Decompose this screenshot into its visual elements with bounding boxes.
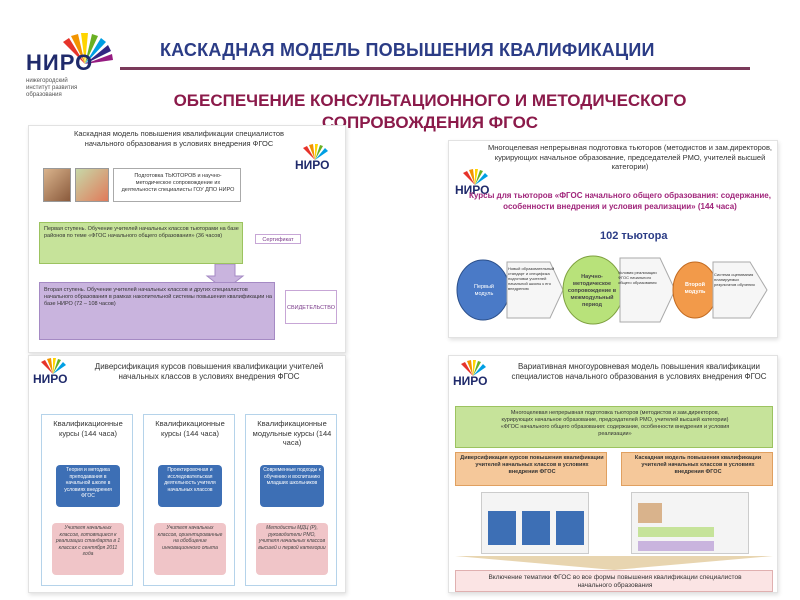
thumb-col — [488, 511, 516, 545]
tutor-training-text: Подготовка ТЬЮТОРОВ и научно-методическо… — [121, 173, 235, 193]
page-subtitle: ОБЕСПЕЧЕНИЕ КОНСУЛЬТАЦИОННОГО И МЕТОДИЧЕ… — [173, 91, 687, 132]
inclusion-bar-text: Включение тематики ФГОС во все формы пов… — [488, 574, 742, 589]
panel-diversification: НИРО Диверсификация курсов повышения ква… — [28, 355, 346, 593]
mini-logo-text: НИРО — [453, 374, 488, 388]
mini-logo-text: НИРО — [455, 183, 490, 197]
mini-logo-text: НИРО — [295, 158, 330, 172]
students-photo — [75, 168, 109, 202]
teachers-photo — [43, 168, 71, 202]
flow-second-module: Второй модуль — [684, 282, 706, 295]
tutor-course-title: Курсы для тьюторов «ФГОС начального обще… — [469, 191, 771, 211]
cascade-bar: Каскадная модель повышения квалификации … — [621, 452, 773, 486]
course-column-header: Квалификационные курсы (144 часа) — [53, 419, 123, 438]
thumb-photo — [638, 503, 662, 523]
niro-logo-subtitle: нижегородский институт развития образова… — [26, 78, 78, 98]
thumb-col — [522, 511, 550, 545]
panel-cascade-model: Каскадная модель повышения квалификации … — [28, 125, 346, 353]
diversification-bar-text: Диверсификация курсов повышения квалифик… — [460, 455, 604, 475]
niro-fan-icon — [463, 169, 488, 185]
course-audience: Учителя начальных классов, ориентированн… — [154, 523, 226, 575]
stage2-box: Вторая ступень. Обучение учителей началь… — [39, 282, 275, 340]
stage1-box: Первая ступень. Обучение учителей началь… — [39, 222, 243, 264]
niro-logo-fan-icon — [63, 33, 113, 64]
course-audience: Методисты МДЦ (Р), руководители РМО, учи… — [256, 523, 328, 575]
course-column-header: Квалификационные модульные курсы (144 ча… — [252, 419, 332, 447]
tutor-count: 102 тьютора — [600, 230, 668, 242]
thumb-bar — [638, 527, 714, 537]
flow-step-assessment: Система оценивания планируемых результат… — [714, 272, 755, 287]
niro-fan-icon — [461, 360, 486, 376]
stage1-text: Первая ступень. Обучение учителей началь… — [44, 226, 239, 239]
thumb-bar — [638, 541, 714, 551]
title-divider — [120, 67, 750, 70]
course-column-2: Квалификационные курсы (144 часа) Проект… — [143, 414, 235, 586]
course-column-header: Квалификационные курсы (144 часа) — [155, 419, 225, 438]
niro-mini-logo-4: НИРО — [453, 360, 493, 396]
niro-mini-logo-2: НИРО — [455, 169, 495, 205]
flow-support: Научно-методическое сопровождение в межм… — [567, 274, 617, 308]
course-topic: Проектировочная и исследовательская деят… — [158, 465, 222, 507]
niro-fan-icon — [303, 144, 328, 160]
diversification-bar: Диверсификация курсов повышения квалифик… — [455, 452, 607, 486]
cascade-bar-text: Каскадная модель повышения квалификации … — [634, 455, 762, 475]
panel-variative-title: Вариативная многоуровневая модель повыше… — [511, 362, 767, 381]
panel-diversification-title: Диверсификация курсов повышения квалифик… — [94, 362, 324, 381]
cascade-thumbnail — [631, 492, 749, 554]
tutor-training-bar: Многоцелевая непрерывная подготовка тьют… — [455, 406, 773, 448]
certificate-label: Сертификат — [255, 234, 301, 244]
thumb-col — [556, 511, 584, 545]
niro-mini-logo-3: НИРО — [33, 358, 73, 394]
niro-mini-logo: НИРО — [295, 144, 335, 180]
flow-first-module: Первый модуль — [473, 284, 495, 297]
course-column-3: Квалификационные модульные курсы (144 ча… — [245, 414, 337, 586]
niro-logo-text: НИРО — [26, 50, 94, 75]
diversification-thumbnail — [481, 492, 589, 554]
inclusion-bar: Включение тематики ФГОС во все формы пов… — [455, 570, 773, 592]
mini-logo-text: НИРО — [33, 372, 68, 386]
course-topic: Современные подходы к обучению и воспита… — [260, 465, 324, 507]
course-audience: Учителя начальных классов, готовящиеся к… — [52, 523, 124, 575]
panel-tutor-title: Многоцелевая непрерывная подготовка тьют… — [487, 143, 773, 171]
page-title: КАСКАДНАЯ МОДЕЛЬ ПОВЫШЕНИЯ КВАЛИФИКАЦИИ — [160, 40, 655, 60]
niro-fan-icon — [41, 358, 66, 374]
tutor-training-box: Подготовка ТЬЮТОРОВ и научно-методическо… — [113, 168, 241, 202]
merge-arrow-icon — [455, 556, 773, 570]
panel-cascade-title: Каскадная модель повышения квалификации … — [74, 129, 284, 148]
tutor-flow-diagram — [456, 255, 768, 325]
flow-step-conditions: Условия реализации ФГОС начального общег… — [618, 270, 657, 285]
diploma-label: СВИДЕТЕЛЬСТВО — [285, 290, 337, 324]
flow-step-standard: Новый образовательный стандарт и специфи… — [508, 266, 555, 291]
panel-variative-model: НИРО Вариативная многоуровневая модель п… — [448, 355, 778, 593]
tutor-training-bar-text: Многоцелевая непрерывная подготовка тьют… — [500, 410, 730, 437]
course-topic: Теория и методика преподавания в начальн… — [56, 465, 120, 507]
course-column-1: Квалификационные курсы (144 часа) Теория… — [41, 414, 133, 586]
stage2-text: Вторая ступень. Обучение учителей началь… — [44, 287, 272, 307]
